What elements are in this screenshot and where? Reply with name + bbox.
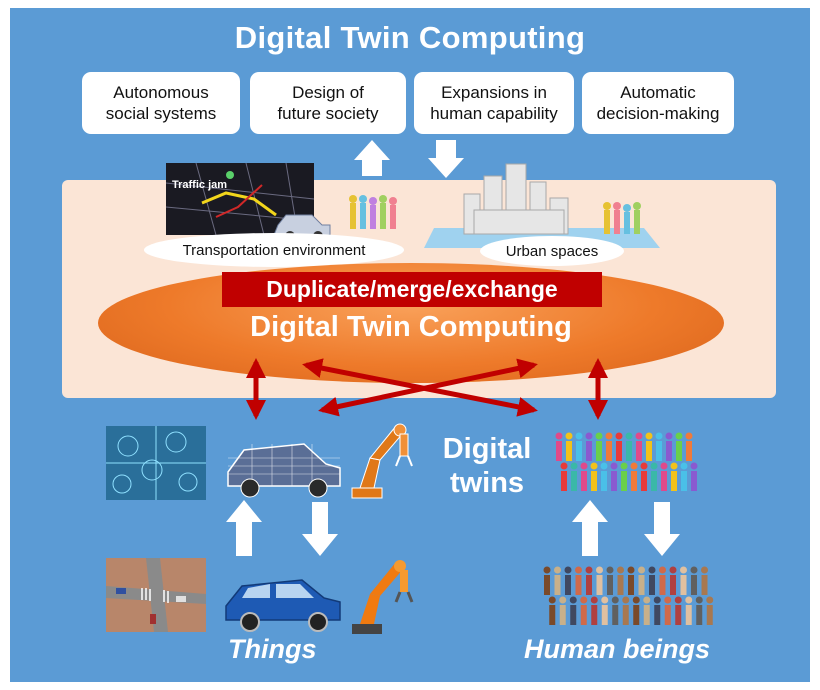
down-arrow-icon [302,502,338,556]
diagram-canvas: Digital Twin Computing Autonomous social… [10,8,810,682]
real-street-image [106,558,206,632]
crowd-icon [543,566,714,625]
digital-twin-crowd-image [555,432,698,491]
people-icon [603,202,641,234]
digital-twin-car-image [227,443,341,498]
duplicate-merge-exchange-banner: Duplicate/merge/exchange [222,272,602,307]
robot-arm-icon [352,560,414,634]
up-arrow-icon [226,500,262,556]
up-arrow-icon [572,500,608,556]
down-arrow-icon [428,140,464,178]
real-car-image [225,579,341,632]
robot-arm-icon [351,423,413,499]
crowd-icon [555,432,698,491]
car-icon [227,443,341,498]
goal-expansions-human-capability: Expansions in human capability [414,72,574,134]
digital-twin-robot-image [351,423,413,499]
sync-arrows [226,500,680,556]
map-pin-icon [226,171,234,179]
real-robot-image [352,560,414,634]
down-arrow-icon [644,502,680,556]
exchange-arrow-cross-2 [302,358,538,417]
goal-design-future-society: Design of future society [250,72,406,134]
exchange-arrows [246,358,608,420]
goal-automatic-decision-making: Automatic decision-making [582,72,734,134]
top-arrows [354,140,464,178]
people-icon [349,195,397,229]
car-icon [225,579,341,632]
up-arrow-icon [354,140,390,176]
street-map-icon [106,558,206,632]
human-beings-label: Human beings [524,634,711,664]
urban-spaces-label: Urban spaces [480,236,624,266]
things-label: Things [228,634,317,664]
transport-environment-label: Transportation environment [144,233,404,267]
diagram-title: Digital Twin Computing [234,20,586,55]
digital-twins-label: Digital twins [442,433,532,499]
real-crowd-image [543,566,714,625]
city-icon [463,163,569,235]
core-label: Digital Twin Computing [250,311,572,343]
goal-autonomous-social-systems: Autonomous social systems [82,72,240,134]
traffic-jam-text: Traffic jam [172,179,227,191]
digital-twin-street-image [106,426,206,500]
